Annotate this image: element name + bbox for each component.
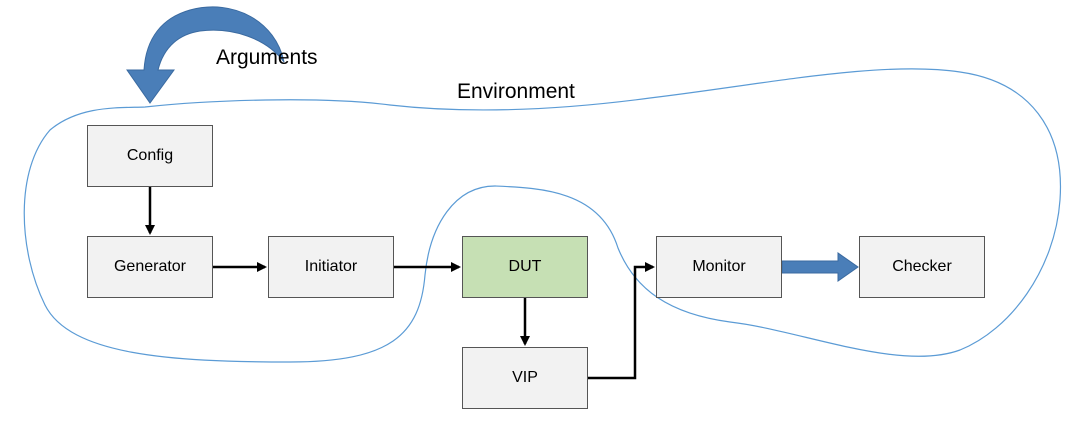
arguments-arrow-body	[126, 6, 285, 104]
monitor-box: Monitor	[656, 236, 782, 298]
connector-vip-monitor	[588, 262, 655, 380]
arguments-label: Arguments	[216, 46, 318, 69]
vip-box: VIP	[462, 347, 588, 409]
generator-box: Generator	[87, 236, 213, 298]
environment-outline	[23, 68, 1062, 363]
config-box: Config	[87, 125, 213, 187]
dut-box: DUT	[462, 236, 588, 298]
environment-label: Environment	[457, 80, 575, 103]
initiator-box: Initiator	[268, 236, 394, 298]
connector-monitor-checker	[781, 252, 859, 282]
checker-box: Checker	[859, 236, 985, 298]
